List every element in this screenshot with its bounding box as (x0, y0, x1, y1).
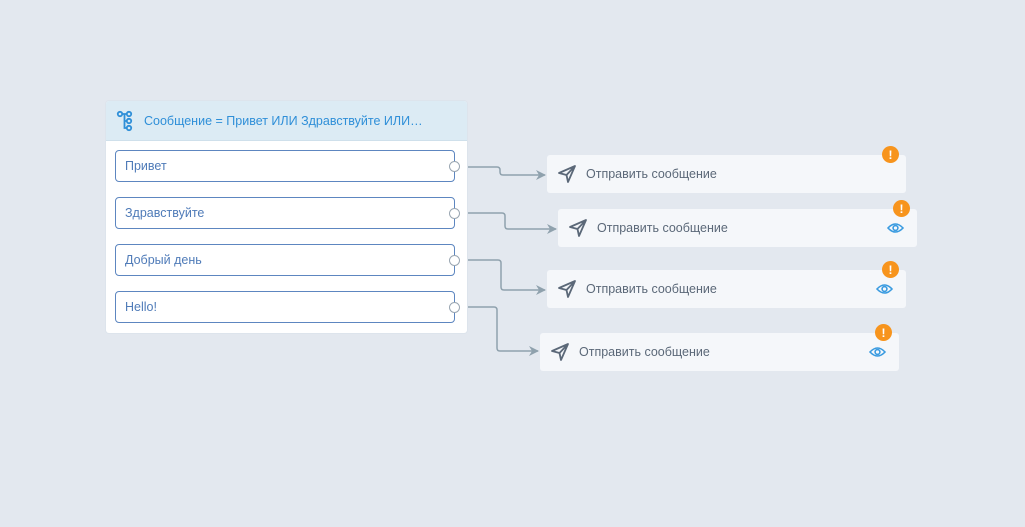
switch-node-header[interactable]: Сообщение = Привет ИЛИ Здравствуйте ИЛИ… (106, 101, 467, 141)
connector-4 (467, 306, 539, 356)
case-label: Добрый день (125, 253, 202, 267)
send-icon (556, 163, 578, 185)
connector-1 (467, 166, 546, 180)
output-port[interactable] (449, 208, 460, 219)
connector-3 (467, 259, 546, 295)
warning-icon[interactable]: ! (893, 200, 910, 217)
eye-icon[interactable] (869, 345, 886, 359)
warning-icon[interactable]: ! (875, 324, 892, 341)
connector-2 (467, 212, 557, 234)
action-label: Отправить сообщение (579, 345, 710, 359)
case-item[interactable]: Привет (115, 150, 460, 182)
send-icon (549, 341, 571, 363)
case-item[interactable]: Hello! (115, 291, 460, 323)
send-icon (567, 217, 589, 239)
switch-node[interactable]: Сообщение = Привет ИЛИ Здравствуйте ИЛИ…… (106, 101, 467, 333)
warning-icon[interactable]: ! (882, 261, 899, 278)
tree-branch-icon (116, 110, 136, 132)
case-label: Здравствуйте (125, 206, 205, 220)
warning-icon[interactable]: ! (882, 146, 899, 163)
send-icon (556, 278, 578, 300)
eye-icon[interactable] (887, 221, 904, 235)
send-message-node[interactable]: Отправить сообщение ! (558, 200, 917, 247)
output-port[interactable] (449, 255, 460, 266)
action-label: Отправить сообщение (586, 282, 717, 296)
send-message-node[interactable]: Отправить сообщение ! (547, 146, 906, 193)
action-label: Отправить сообщение (597, 221, 728, 235)
case-label: Привет (125, 159, 167, 173)
case-item[interactable]: Добрый день (115, 244, 460, 276)
case-label: Hello! (125, 300, 157, 314)
eye-icon[interactable] (876, 282, 893, 296)
switch-node-title: Сообщение = Привет ИЛИ Здравствуйте ИЛИ… (144, 113, 423, 128)
send-message-node[interactable]: Отправить сообщение ! (547, 261, 906, 308)
action-label: Отправить сообщение (586, 167, 717, 181)
output-port[interactable] (449, 161, 460, 172)
send-message-node[interactable]: Отправить сообщение ! (540, 324, 899, 371)
output-port[interactable] (449, 302, 460, 313)
case-item[interactable]: Здравствуйте (115, 197, 460, 229)
